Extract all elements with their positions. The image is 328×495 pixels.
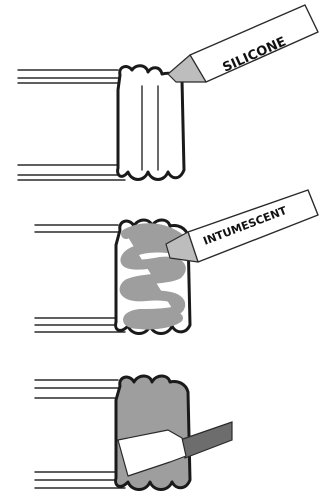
panel-tooling	[34, 374, 233, 491]
block-lines-top	[17, 69, 126, 181]
block-lines-bottom	[34, 379, 126, 489]
silicone-bead	[116, 64, 186, 181]
panel-silicone: SILICONE	[17, 4, 319, 181]
intumescent-tube: INTUMESCENT	[165, 189, 319, 263]
spatula-tool	[117, 421, 233, 477]
silicone-tube: SILICONE	[167, 4, 319, 83]
block-lines-middle	[34, 224, 126, 333]
panel-intumescent: INTUMESCENT	[34, 189, 319, 335]
